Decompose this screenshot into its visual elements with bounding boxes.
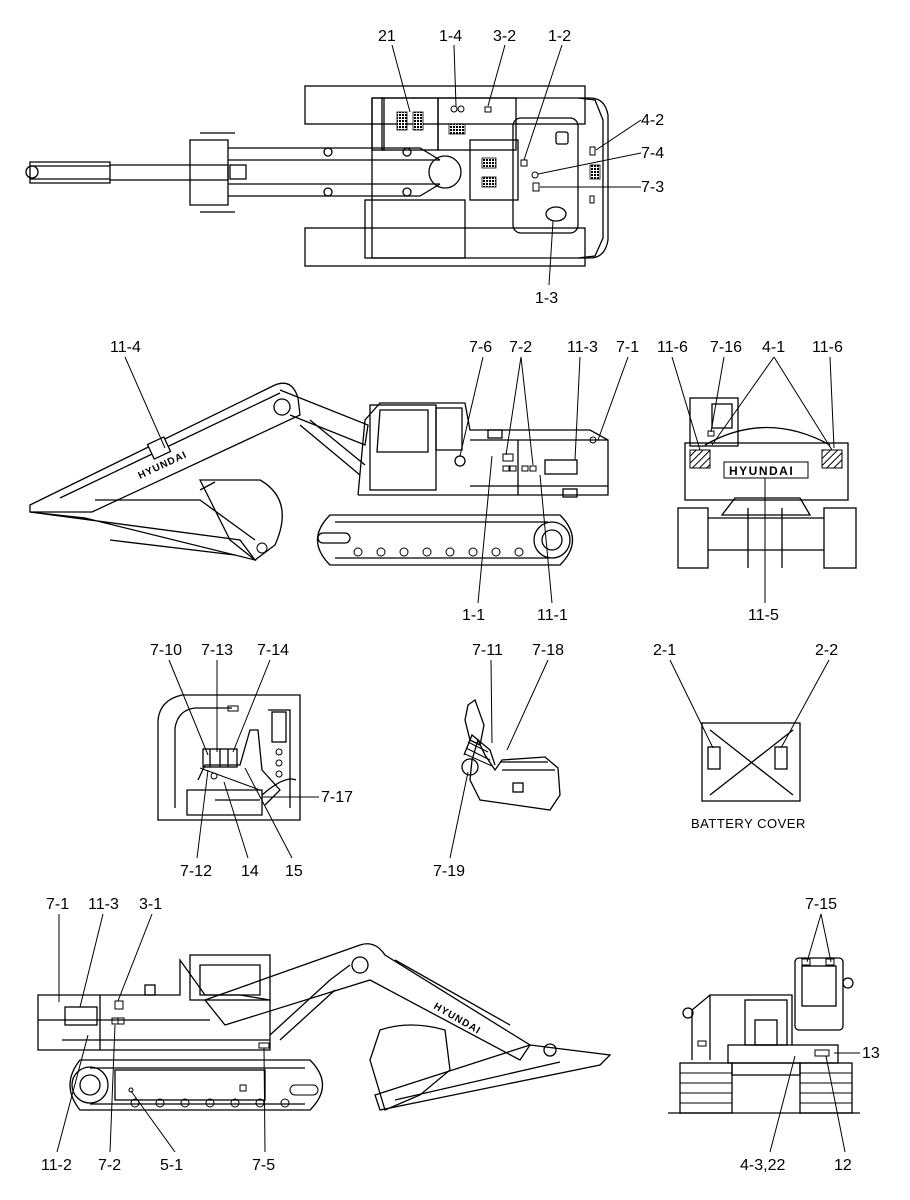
label-11-3: 11-3 <box>567 339 598 356</box>
label-7-18: 7-18 <box>532 642 564 659</box>
label-7-11: 7-11 <box>472 642 503 659</box>
label-7-15: 7-15 <box>805 896 837 913</box>
brand-hyundai-rear: HYUNDAI <box>729 464 794 478</box>
label-13: 13 <box>862 1045 880 1062</box>
label-7-12: 7-12 <box>180 863 212 880</box>
brand-hyundai-boom-right: HYUNDAI <box>432 1001 483 1037</box>
label-4-2: 4-2 <box>641 112 664 129</box>
left-side-view: HYUNDAI 11-4 7-6 7-2 11-3 7-1 1-1 11-1 <box>29 339 639 624</box>
label-1-3: 1-3 <box>535 290 558 307</box>
label-1-2: 1-2 <box>548 28 571 45</box>
label-7-13: 7-13 <box>201 642 233 659</box>
label-7-2: 7-2 <box>509 339 532 356</box>
label-7-3: 7-3 <box>641 179 664 196</box>
label-7-17: 7-17 <box>321 789 353 806</box>
right-side-view: HYUNDAI 7-1 11-3 3-1 11-2 7-2 5-1 7-5 <box>37 896 612 1174</box>
top-view: 21 1-4 3-2 1-2 4-2 7-4 7-3 1-3 <box>25 28 664 307</box>
label-4-1: 4-1 <box>762 339 785 356</box>
label-3-1: 3-1 <box>139 896 162 913</box>
label-4-3-22: 4-3,22 <box>740 1157 785 1174</box>
label-5-1: 5-1 <box>160 1157 183 1174</box>
label-11-5: 11-5 <box>748 607 779 624</box>
joystick-view: 7-11 7-18 7-19 <box>433 642 564 880</box>
label-7-6: 7-6 <box>469 339 492 356</box>
label-7-14: 7-14 <box>257 642 289 659</box>
label-1-4: 1-4 <box>439 28 462 45</box>
label-1-1: 1-1 <box>462 607 485 624</box>
label-7-4: 7-4 <box>641 145 664 162</box>
label-15: 15 <box>285 863 303 880</box>
label-11-6-right: 11-6 <box>812 339 843 356</box>
label-3-2: 3-2 <box>493 28 516 45</box>
label-14: 14 <box>241 863 259 880</box>
label-11-1: 11-1 <box>537 607 568 624</box>
rear-view: HYUNDAI 11-6 7-16 4-1 11-6 11-5 <box>657 339 857 624</box>
label-7-1-right: 7-1 <box>46 896 69 913</box>
label-7-2-right: 7-2 <box>98 1157 121 1174</box>
label-7-16: 7-16 <box>710 339 742 356</box>
label-2-2: 2-2 <box>815 642 838 659</box>
label-11-2: 11-2 <box>41 1157 72 1174</box>
label-7-19: 7-19 <box>433 863 465 880</box>
label-11-3-right: 11-3 <box>88 896 119 913</box>
label-7-5: 7-5 <box>252 1157 275 1174</box>
battery-cover-caption: BATTERY COVER <box>691 816 806 831</box>
label-21: 21 <box>378 28 396 45</box>
label-11-4: 11-4 <box>110 339 141 356</box>
label-11-6-left: 11-6 <box>657 339 688 356</box>
front-view: 7-15 13 4-3,22 12 <box>668 896 880 1174</box>
battery-cover-view: 2-1 2-2 BATTERY COVER <box>653 642 838 831</box>
label-2-1: 2-1 <box>653 642 676 659</box>
label-7-10: 7-10 <box>150 642 182 659</box>
label-7-1: 7-1 <box>616 339 639 356</box>
cab-interior-view: 7-10 7-13 7-14 7-17 7-12 14 15 <box>150 642 353 880</box>
label-12: 12 <box>834 1157 852 1174</box>
